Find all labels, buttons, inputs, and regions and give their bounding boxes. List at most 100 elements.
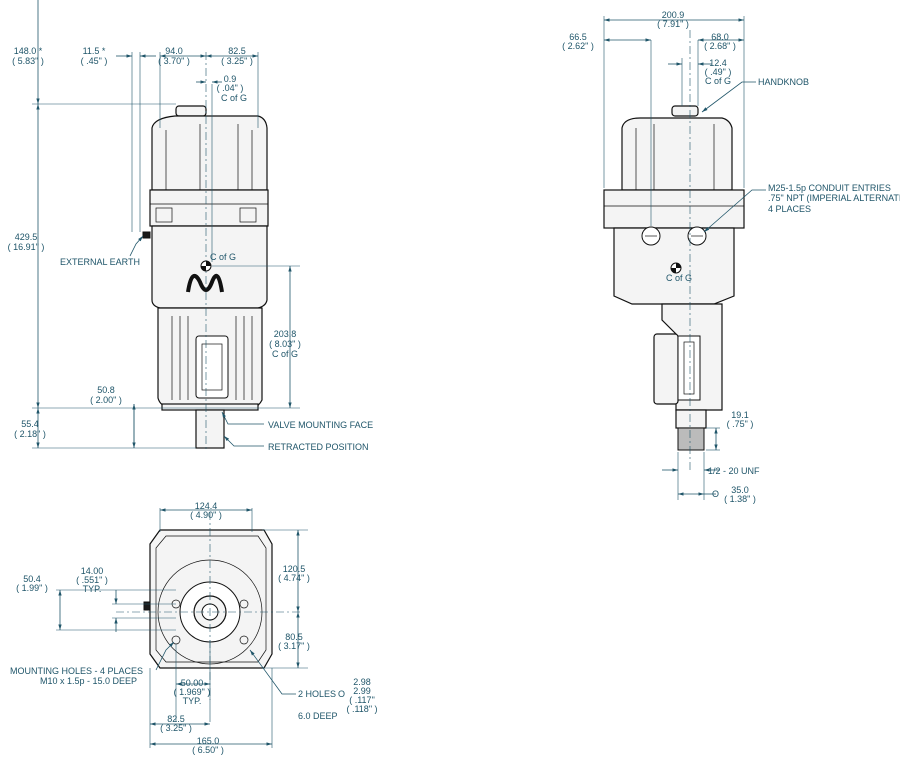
handknob (175, 105, 207, 117)
cog-marker-icon (200, 260, 212, 272)
dim-2009-mm: 200.9 (662, 10, 685, 20)
dim-09-mm: 0.9 (224, 74, 237, 84)
dim-5000-mm: 50.00 (181, 678, 204, 688)
side-cog-label: C of G (666, 273, 692, 283)
dim-124-in: ( .49" ) (705, 67, 732, 77)
brand-logo (186, 273, 224, 293)
dim-825b-in: ( 3.25" ) (160, 723, 192, 733)
two-holes-leader (249, 649, 296, 695)
dim-504-mm: 50.4 (23, 574, 41, 584)
dim-825b-mm: 82.5 (167, 714, 185, 724)
retracted-position-label: RETRACTED POSITION (268, 442, 369, 452)
dim-94-mm: 94.0 (165, 46, 183, 56)
dim-504-in: ( 1.99" ) (16, 583, 48, 593)
dim-148-mm: 148.0 * (14, 46, 43, 56)
dim-2038-label: C of G (272, 349, 298, 359)
mounting-holes-leader (155, 641, 175, 671)
base-flange (161, 403, 259, 411)
conduit-leader (703, 189, 766, 233)
dim-554-mm: 55.4 (21, 419, 39, 429)
two-holes-label: 2 HOLES (298, 689, 336, 699)
side-stem-upper (675, 409, 707, 429)
dim-665-in: ( 2.62" ) (562, 41, 594, 51)
conduit-line-2: .75" NPT (IMPERIAL ALTERNATIVE) (768, 193, 900, 203)
dim-805-mm: 80.5 (285, 632, 303, 642)
side-dia-symbol: O (712, 489, 719, 499)
bottom-view: 124.4 ( 4.90" ) 120.5 ( 4.74" ) 14.00 ( … (10, 501, 378, 755)
side-terminal-cover (653, 333, 679, 405)
dim-2009-in: ( 7.91" ) (657, 19, 689, 29)
front-cog-label: C of G (210, 252, 236, 262)
dim-1400-in: ( .551" ) (76, 575, 108, 585)
hole-dia-in2: ( .118" ) (346, 704, 377, 714)
handknob-label: HANDKNOB (758, 77, 809, 87)
mounting-hole-4 (239, 635, 249, 645)
hole-dia-in1: ( .117" (349, 695, 375, 705)
dim-1205-mm: 120.5 (283, 564, 306, 574)
retracted-leader (223, 435, 264, 447)
conduit-line-1: M25-1.5p CONDUIT ENTRIES (768, 183, 891, 193)
dim-508-mm: 50.8 (97, 385, 115, 395)
handknob-leader (701, 81, 756, 113)
dim-124-mm: 12.4 (709, 58, 727, 68)
side-top-housing (621, 117, 733, 191)
dim-1244-mm: 124.4 (195, 501, 218, 511)
dim-350-in: ( 1.38" ) (724, 494, 756, 504)
mounting-holes-line-1: MOUNTING HOLES - 4 PLACES (10, 666, 143, 676)
top-housing (151, 115, 268, 191)
dim-191-in: ( .75" ) (727, 419, 754, 429)
dim-1205-in: ( 4.74" ) (278, 573, 310, 583)
dim-1400-mm: 14.00 (81, 566, 104, 576)
side-view: 200.9 ( 7.91" ) 66.5 ( 2.62" ) 68.0 ( 2.… (562, 10, 900, 504)
dim-1400-label: TYP. (83, 584, 102, 594)
dim-5000-in: ( 1.969" ) (174, 687, 211, 697)
dim-4295-in: ( 16.91" ) (8, 242, 45, 252)
dim-94-in: ( 3.70" ) (158, 56, 190, 66)
dim-1244-in: ( 4.90" ) (190, 510, 222, 520)
dim-554-in: ( 2.18" ) (14, 429, 46, 439)
dim-805-in: ( 3.17" ) (278, 641, 310, 651)
bottom-dia-symbol: O (338, 689, 345, 699)
front-view: 148.0 * ( 5.83" ) 11.5 * ( .45" ) 94.0 (… (8, 0, 373, 452)
dim-1650-in: ( 6.50" ) (192, 745, 224, 755)
dim-148-in: ( 5.83" ) (12, 56, 44, 66)
external-earth-label: EXTERNAL EARTH (60, 257, 140, 267)
dim-191-mm: 19.1 (731, 410, 749, 420)
conduit-line-3: 4 PLACES (768, 204, 811, 214)
dim-508-in: ( 2.00" ) (90, 395, 122, 405)
side-cog-marker-icon (670, 262, 682, 274)
dim-680-mm: 68.0 (711, 32, 729, 42)
side-threaded-stem (677, 427, 705, 451)
dim-2038-in: ( 8.03" ) (269, 339, 301, 349)
dim-124-label: C of G (705, 76, 731, 86)
side-window (677, 335, 701, 401)
mounting-holes-line-2: M10 x 1.5p - 15.0 DEEP (40, 676, 137, 686)
dim-115-in: ( .45" ) (81, 56, 108, 66)
dim-09-label: C of G (221, 93, 247, 103)
hole-dia-mm2: 2.99 (353, 686, 371, 696)
earth-leader (129, 235, 144, 257)
dim-5000-label: TYP. (183, 696, 202, 706)
output-spindle (195, 409, 225, 449)
mounting-hole-2 (239, 599, 249, 609)
dim-825-in: ( 3.25" ) (221, 56, 253, 66)
dim-115-mm: 11.5 * (83, 46, 106, 56)
side-flange-band (603, 189, 745, 229)
dim-09-in: ( .04" ) (217, 83, 244, 93)
side-handknob (671, 105, 699, 117)
deep-label: 6.0 DEEP (298, 711, 338, 721)
valve-face-leader (221, 411, 264, 425)
bottom-earth-lug (143, 601, 151, 611)
dim-2038-mm: 203.8 (274, 329, 297, 339)
dim-1650-mm: 165.0 (197, 736, 220, 746)
dim-825-mm: 82.5 (228, 46, 246, 56)
dim-4295-mm: 429.5 (15, 232, 38, 242)
thread-label: 1/2 - 20 UNF (708, 466, 760, 476)
dim-665-mm: 66.5 (569, 32, 587, 42)
hole-dia-mm1: 2.98 (353, 677, 371, 687)
dim-680-in: ( 2.68" ) (704, 41, 736, 51)
terminal-cover (195, 335, 229, 399)
earth-lug (142, 231, 151, 239)
